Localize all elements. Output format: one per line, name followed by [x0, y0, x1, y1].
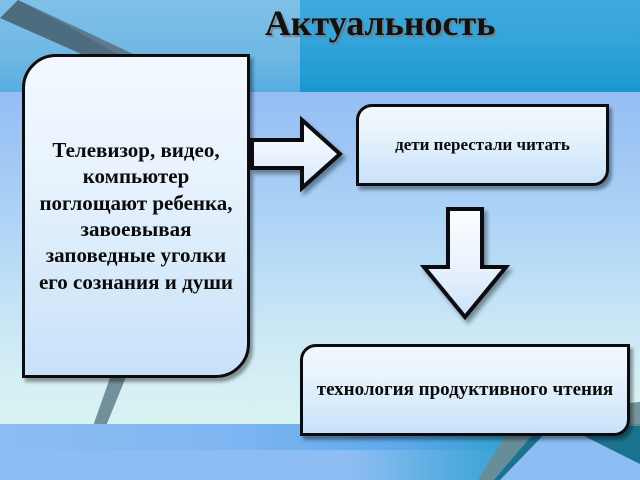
concept-box-solution-label: технология продуктивного чтения [316, 378, 614, 400]
right-arrow-icon [248, 115, 344, 197]
concept-box-problem-label: Телевизор, видео, компьютер поглощают ре… [38, 137, 234, 294]
background-bottom-band-inner [0, 450, 640, 480]
down-arrow-icon [416, 205, 514, 330]
page-title: Актуальность [264, 3, 496, 43]
concept-box-problem[interactable]: Телевизор, видео, компьютер поглощают ре… [22, 54, 250, 378]
concept-box-consequence-label: дети перестали читать [395, 134, 570, 154]
concept-box-solution[interactable]: технология продуктивного чтения [300, 344, 630, 436]
concept-box-consequence[interactable]: дети перестали читать [356, 104, 609, 186]
